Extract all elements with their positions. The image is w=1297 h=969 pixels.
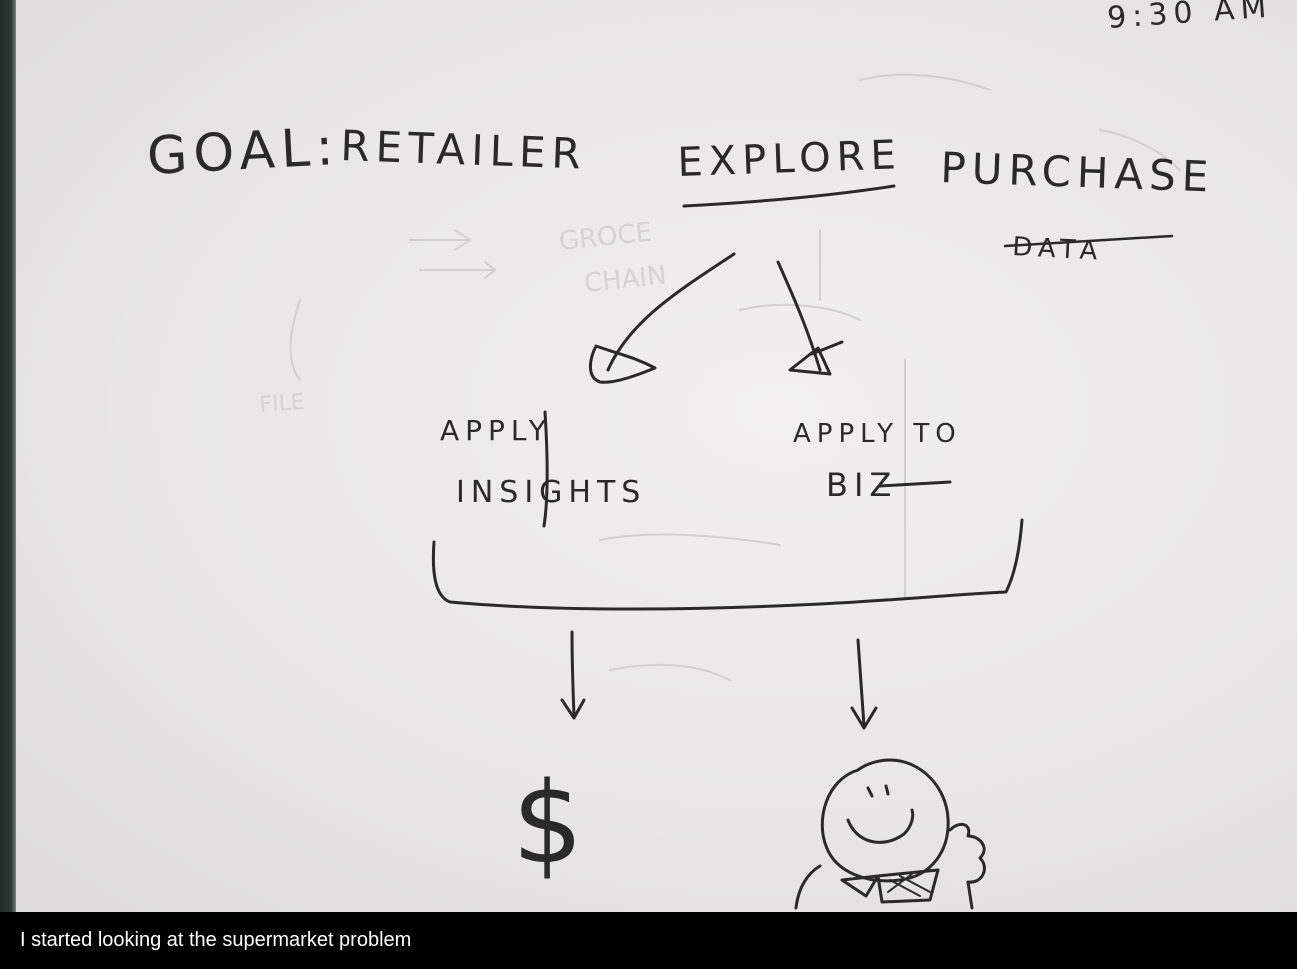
ghost-marks bbox=[289, 73, 1181, 681]
goal-word-purchase: PURCHASE bbox=[940, 143, 1216, 202]
right-branch-label-line1: APPLY TO bbox=[793, 419, 962, 449]
sketch-drawing: GROCE CHAIN FILE 9:30 AM GOAL: RETAILER … bbox=[146, 0, 1273, 910]
ghost-text-1: GROCE bbox=[558, 217, 654, 257]
goal-prefix: GOAL: bbox=[146, 117, 341, 187]
happy-person-drawing bbox=[794, 758, 986, 910]
down-arrow-left bbox=[560, 630, 586, 720]
left-branch-label-line2: INSIGHTS bbox=[456, 475, 646, 510]
ghost-text-2: CHAIN bbox=[583, 260, 668, 298]
left-branch-label-line1: APPLY bbox=[440, 414, 552, 447]
dollar-sign: $ bbox=[512, 759, 589, 889]
dark-edge-strip bbox=[0, 0, 16, 912]
goal-word-data: DATA bbox=[1012, 232, 1104, 267]
goal-word-explore: EXPLORE bbox=[677, 132, 903, 186]
time-note: 9:30 AM bbox=[1106, 0, 1273, 36]
ghost-text-3: FILE bbox=[259, 390, 306, 418]
left-branch-arrow bbox=[589, 252, 736, 384]
grouping-bracket bbox=[431, 518, 1024, 611]
caption-text: I started looking at the supermarket pro… bbox=[20, 929, 412, 951]
down-arrow-right bbox=[850, 638, 878, 730]
caption-bar: I started looking at the supermarket pro… bbox=[0, 912, 1297, 969]
explore-underline bbox=[682, 184, 896, 208]
biz-strikethrough bbox=[878, 480, 952, 488]
whiteboard-photo: GROCE CHAIN FILE 9:30 AM GOAL: RETAILER … bbox=[0, 0, 1297, 912]
goal-word-retailer: RETAILER bbox=[340, 121, 588, 179]
left-label-stroke bbox=[542, 410, 549, 528]
data-strikethrough bbox=[1003, 234, 1174, 248]
right-branch-arrow bbox=[776, 260, 844, 376]
